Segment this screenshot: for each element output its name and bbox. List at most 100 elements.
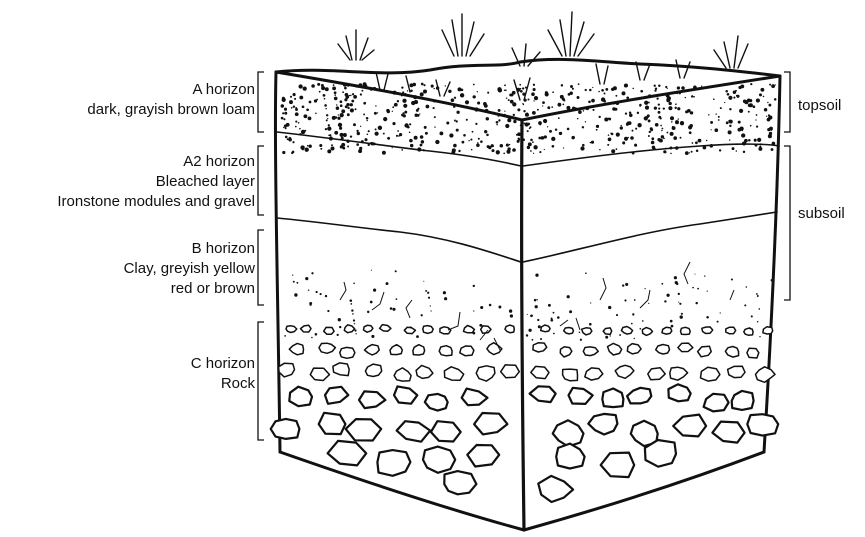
soil-speck [719, 149, 721, 151]
soil-speck [350, 108, 354, 112]
soil-speck [307, 145, 309, 147]
rock [747, 414, 778, 435]
soil-speck [327, 118, 328, 119]
soil-speck [462, 141, 465, 144]
soil-speck [433, 100, 436, 103]
soil-speck [420, 135, 424, 139]
soil-speck [484, 130, 487, 133]
rock [444, 471, 476, 494]
rock [431, 421, 461, 441]
rock [538, 476, 573, 502]
rock [530, 386, 556, 402]
soil-speck [513, 120, 516, 123]
rock [340, 347, 355, 358]
clay-speck [527, 314, 528, 315]
clay-speck [633, 338, 634, 339]
soil-speck [658, 103, 660, 105]
soil-speck [771, 84, 775, 88]
clay-speck [305, 277, 308, 280]
soil-speck [592, 87, 593, 88]
soil-speck [419, 113, 420, 114]
rock [627, 344, 641, 354]
soil-speck [327, 149, 331, 153]
soil-speck [662, 128, 664, 130]
rock [425, 394, 448, 411]
soil-speck [324, 104, 327, 107]
clay-speck [310, 304, 311, 305]
soil-speck [629, 111, 631, 113]
rock [725, 347, 738, 358]
soil-speck [510, 93, 513, 96]
soil-speck [346, 103, 349, 106]
soil-speck [334, 91, 337, 94]
soil-speck [285, 136, 288, 139]
clay-speck [605, 336, 608, 339]
soil-speck [305, 148, 309, 152]
soil-speck [470, 139, 472, 141]
soil-speck [402, 99, 406, 103]
soil-speck [654, 90, 656, 92]
clay-speck [367, 311, 369, 313]
soil-speck [755, 144, 758, 147]
clay-speck [284, 335, 286, 337]
rock [615, 365, 634, 378]
soil-speck [571, 137, 573, 139]
rock [286, 326, 297, 333]
soil-speck [640, 90, 643, 93]
soil-speck [283, 118, 285, 120]
soil-speck [352, 93, 354, 95]
soil-speck [534, 96, 538, 100]
clay-speck [530, 314, 533, 317]
rock [467, 445, 499, 467]
soil-speck [341, 137, 344, 140]
clay-speck [553, 333, 555, 335]
soil-speck [698, 139, 702, 143]
clay-speck [557, 316, 560, 319]
soil-speck [547, 126, 548, 127]
soil-speck [451, 98, 455, 102]
soil-speck [353, 95, 357, 99]
soil-speck [293, 106, 295, 108]
soil-speck [337, 117, 340, 120]
b-horizon-bracket [258, 230, 264, 305]
soil-speck [621, 125, 622, 126]
soil-speck [472, 131, 474, 133]
soil-speck [328, 124, 330, 126]
soil-speck [645, 106, 649, 110]
clay-speck [423, 281, 424, 282]
soil-speck [375, 128, 377, 130]
soil-speck [411, 101, 415, 105]
soil-speck [383, 117, 387, 121]
soil-speck [292, 151, 295, 154]
clay-speck [610, 335, 611, 336]
soil-speck [625, 112, 627, 114]
soil-speck [351, 100, 354, 103]
soil-speck [689, 152, 690, 153]
soil-speck [403, 114, 406, 117]
soil-speck [737, 128, 741, 132]
clay-speck [325, 295, 327, 297]
soil-speck [533, 100, 534, 101]
right-edge [764, 76, 780, 452]
clay-speck [528, 329, 531, 332]
soil-speck [531, 92, 535, 96]
soil-speck [332, 116, 336, 120]
soil-speck [585, 106, 589, 110]
clay-speck [526, 334, 528, 336]
clay-speck [537, 319, 539, 321]
soil-speck [616, 148, 618, 150]
soil-speck [656, 97, 658, 99]
soil-speck [375, 105, 376, 106]
soil-speck [614, 108, 617, 111]
rock [585, 368, 603, 380]
soil-speck [421, 140, 424, 143]
soil-speck [344, 87, 347, 90]
soil-speck [552, 145, 555, 148]
soil-speck [360, 126, 361, 127]
clay-speck [579, 331, 581, 333]
soil-speck [774, 98, 777, 101]
soil-speck [423, 149, 425, 151]
soil-speck [665, 148, 666, 149]
rock [440, 327, 451, 334]
